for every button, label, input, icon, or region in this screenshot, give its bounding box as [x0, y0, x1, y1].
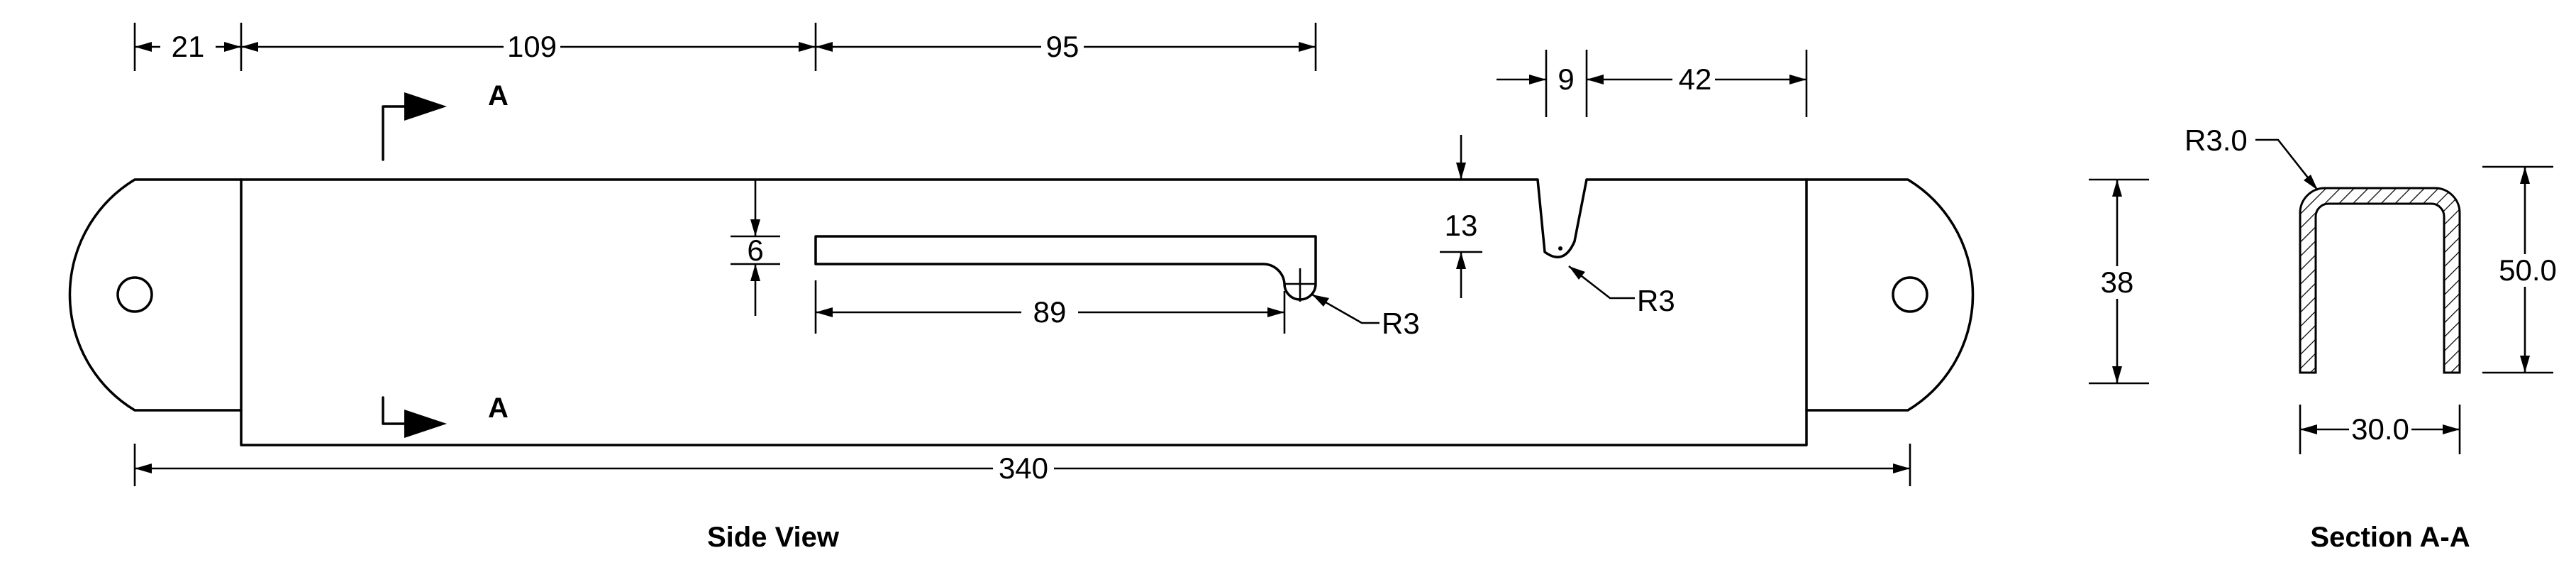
right-end-tab	[1805, 178, 1975, 412]
dim-89: 89	[1033, 295, 1067, 329]
dim-50: 50.0	[2499, 253, 2557, 287]
dim-r3-slot: R3	[1382, 307, 1420, 340]
dim-21: 21	[172, 30, 205, 63]
height-dimension-38: 38	[2089, 178, 2149, 385]
notch-dimensions: 9 42	[1497, 50, 1808, 117]
dim-109: 109	[507, 30, 557, 63]
side-view-label: Side View	[707, 522, 840, 553]
dim-38: 38	[2101, 265, 2134, 299]
dim-42: 42	[1679, 62, 1712, 96]
overall-length-dimension: 340	[133, 444, 1911, 486]
section-view-label: Section A-A	[2310, 522, 2470, 553]
section-mark-top: A	[488, 80, 509, 111]
slot-height-dimension: 6	[731, 180, 780, 316]
slot-radius-leader: R3	[1311, 293, 1420, 340]
slot-length-dimension: 89	[814, 280, 1286, 334]
top-dimension-chain: 21 109 95	[133, 23, 1317, 71]
dim-95: 95	[1046, 30, 1079, 63]
section-radius-leader: R3.0	[2184, 124, 2319, 191]
dim-r3-notch: R3	[1637, 284, 1675, 317]
section-height-dimension: 50.0	[2482, 165, 2557, 374]
left-hole	[116, 276, 153, 313]
section-cut-top: A	[382, 80, 509, 161]
notch-depth-dimension: 13	[1440, 135, 1482, 298]
right-hole	[1892, 276, 1928, 313]
side-view-part	[68, 178, 1975, 446]
dim-340: 340	[999, 451, 1048, 485]
left-end-tab	[68, 178, 243, 412]
dim-13: 13	[1445, 209, 1478, 242]
dim-30: 30.0	[2351, 412, 2409, 446]
slot-outline	[814, 235, 1317, 301]
section-cut-bottom: A	[382, 393, 509, 438]
notch-radius-leader: R3	[1568, 265, 1675, 317]
dim-9: 9	[1558, 62, 1574, 96]
main-body-outline	[240, 178, 1808, 446]
notch-center-dot	[1558, 246, 1562, 251]
section-width-dimension: 30.0	[2299, 405, 2461, 454]
section-mark-bottom: A	[488, 393, 509, 424]
channel-section	[2299, 187, 2461, 374]
dim-6: 6	[747, 234, 763, 267]
section-aa-profile	[2299, 187, 2461, 374]
dim-r3-section: R3.0	[2184, 124, 2248, 157]
